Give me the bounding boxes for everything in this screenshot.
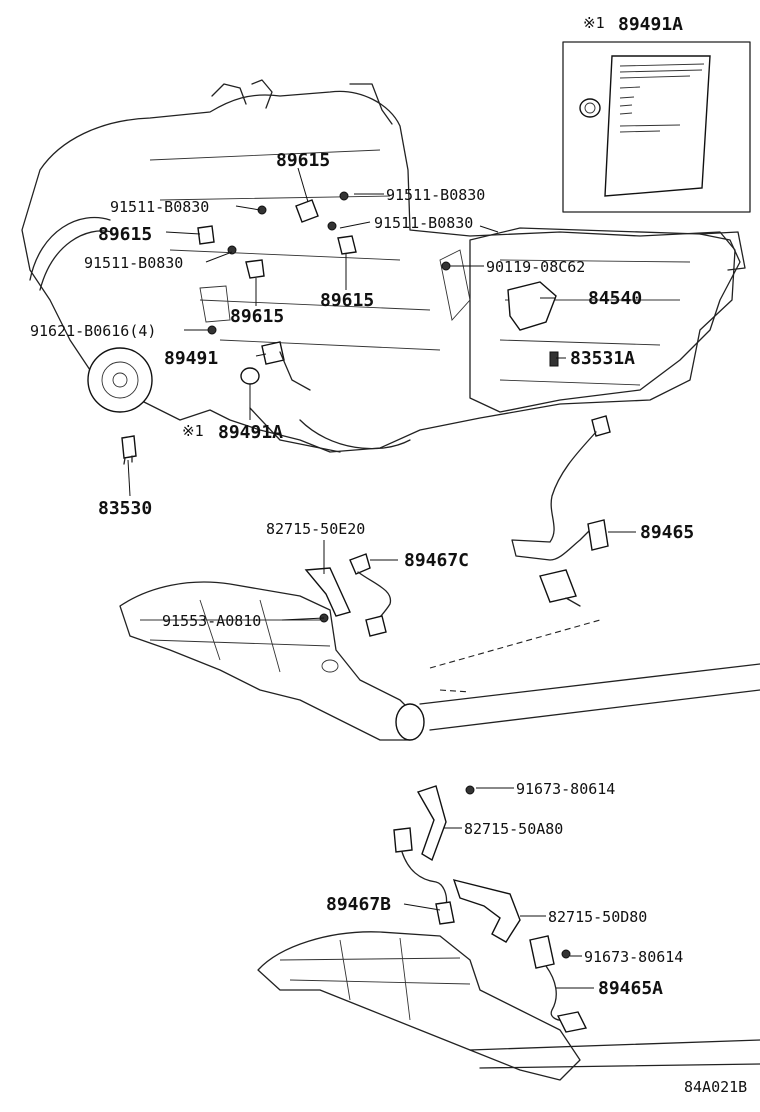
label-84540: 84540	[588, 288, 642, 309]
label-89615-b: 89615	[98, 224, 152, 245]
part-labels: ※1 89491A 89615 91511-B0830 91511-B0830 …	[30, 14, 747, 1096]
label-89615-d: 89615	[230, 306, 284, 327]
label-89615-a: 89615	[276, 150, 330, 171]
label-89467C: 89467C	[404, 550, 469, 571]
leader-lines	[127, 167, 636, 989]
diagram-code: 84A021B	[684, 1078, 747, 1096]
label-91511-c: 91511-B0830	[374, 214, 473, 232]
label-82715-50D80: 82715-50D80	[548, 908, 647, 926]
note-mark-top: ※1	[583, 14, 605, 32]
label-89491A-top: 89491A	[618, 14, 683, 35]
note-mark-mid: ※1	[182, 422, 204, 440]
label-91511-d: 91511-B0830	[84, 254, 183, 272]
label-91673-b: 91673-80614	[584, 948, 683, 966]
label-91621: 91621-B0616(4)	[30, 322, 156, 340]
label-89491: 89491	[164, 348, 218, 369]
exhaust-manifold-mid	[119, 553, 760, 741]
label-89465: 89465	[640, 522, 694, 543]
label-83531A: 83531A	[570, 348, 635, 369]
label-91553: 91553-A0810	[162, 612, 261, 630]
label-91511-b: 91511-B0830	[386, 186, 485, 204]
label-89491A-mid: 89491A	[218, 422, 283, 443]
engine-parts	[121, 191, 559, 465]
inset-label-card	[562, 41, 751, 213]
label-82715-50A80: 82715-50A80	[464, 820, 563, 838]
exhaust-manifold-bottom	[257, 785, 760, 1081]
label-90119: 90119-08C62	[486, 258, 585, 276]
label-91511-a: 91511-B0830	[110, 198, 209, 216]
label-91673-a: 91673-80614	[516, 780, 615, 798]
engine-assembly	[21, 79, 746, 453]
label-89465A: 89465A	[598, 978, 663, 999]
label-89467B: 89467B	[326, 894, 391, 915]
label-83530: 83530	[98, 498, 152, 519]
label-89615-c: 89615	[320, 290, 374, 311]
label-82715-50E20: 82715-50E20	[266, 520, 365, 538]
sensor-89465	[511, 415, 611, 607]
